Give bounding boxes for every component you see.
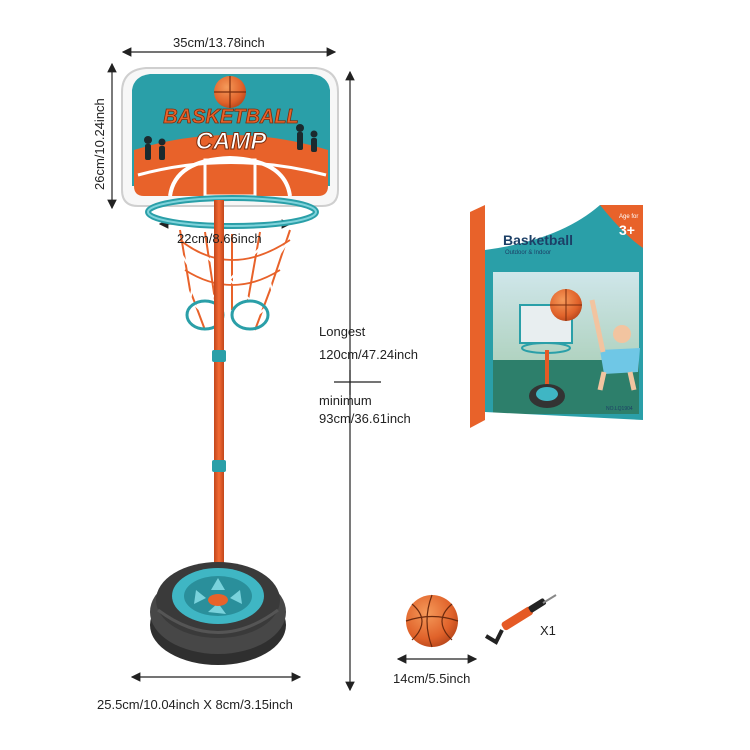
package-age: 3+ bbox=[619, 222, 635, 238]
base-size-label: 25.5cm/10.04inch X 8cm/3.15inch bbox=[97, 697, 293, 712]
package-age-label: Age for bbox=[619, 214, 639, 220]
package-model: NO.LQ1904 bbox=[606, 406, 633, 412]
tire-base bbox=[150, 562, 286, 665]
hoop bbox=[145, 195, 319, 331]
package-subtitle: Outdoor & Indoor bbox=[505, 250, 552, 256]
air-pump bbox=[484, 594, 557, 645]
ball-size-label: 14cm/5.5inch bbox=[393, 671, 471, 686]
board-width-label: 35cm/13.78inch bbox=[173, 35, 265, 50]
package-box bbox=[470, 205, 643, 428]
package-title: Basketball bbox=[503, 232, 574, 248]
pole bbox=[212, 200, 226, 600]
backboard-text-2: CAMP bbox=[196, 128, 268, 155]
pump-quantity: X1 bbox=[540, 623, 556, 638]
board-height-label: 26cm/10.24inch bbox=[92, 98, 107, 190]
basketball bbox=[405, 594, 459, 648]
height-longest-label: Longest bbox=[319, 324, 366, 339]
height-longest-value: 120cm/47.24inch bbox=[319, 347, 419, 362]
backboard-text-1: BASKETBALL bbox=[163, 106, 299, 128]
backboard: BASKETBALL CAMP bbox=[121, 67, 339, 207]
height-min-label: minimum bbox=[319, 393, 372, 408]
rim-width-label: 22cm/8.66inch bbox=[177, 231, 262, 246]
height-min-value: 93cm/36.61inch bbox=[319, 411, 411, 426]
